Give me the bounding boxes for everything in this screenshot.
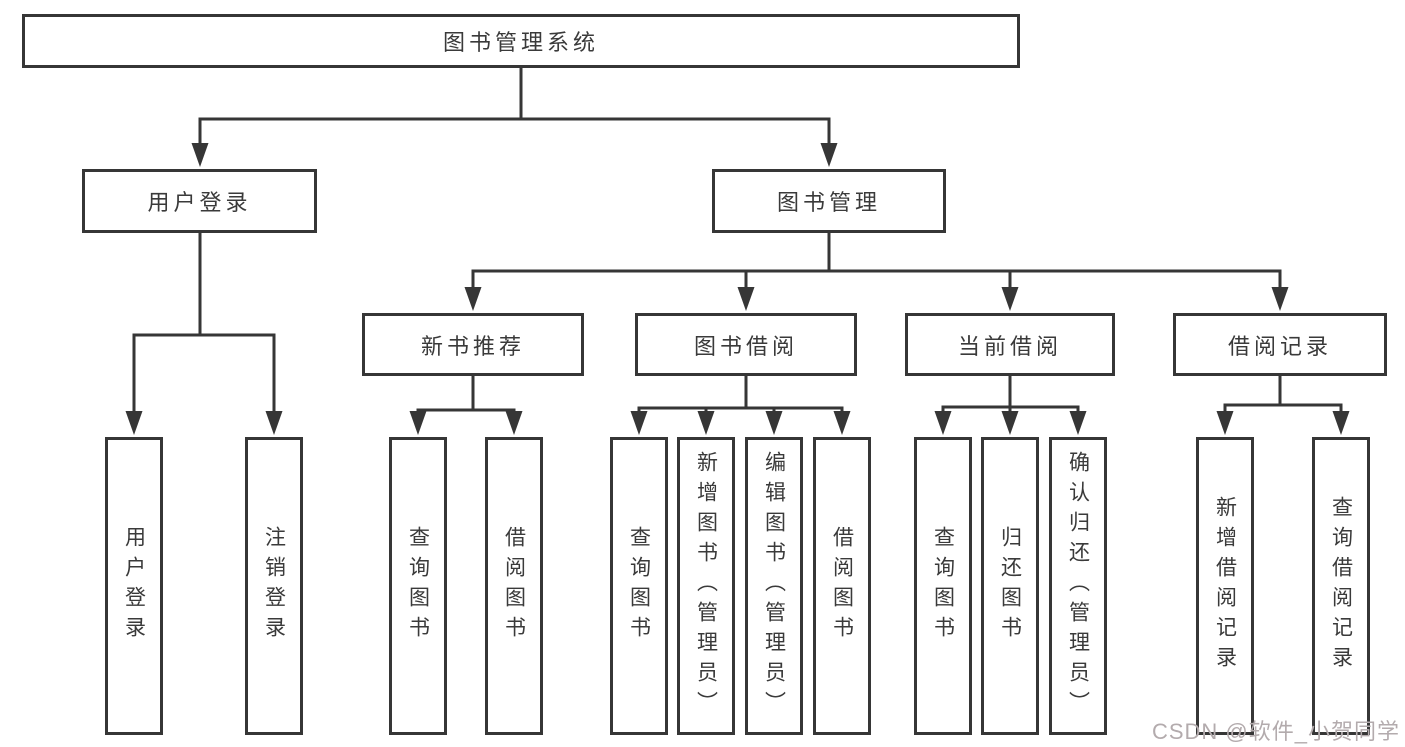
node-borrowing-records-label: 借阅记录 — [1227, 333, 1332, 359]
arrow-down-icon — [125, 411, 143, 435]
leaf-borrow-books-borrowing: 借阅图书 — [813, 437, 871, 735]
connector-book-management-children — [471, 231, 1282, 302]
leaf-borrow-books-recommend: 借阅图书 — [485, 437, 543, 735]
leaf-query-books-recommend-label: 查询图书 — [406, 526, 430, 646]
leaf-user-login-label: 用户登录 — [122, 526, 146, 646]
leaf-query-books-current: 查询图书 — [914, 437, 972, 735]
arrow-down-icon — [833, 411, 851, 435]
connector-new-book-recommend-children — [416, 374, 516, 426]
leaf-confirm-return-admin-label: 确认归还（管理员） — [1066, 451, 1090, 721]
node-book-borrowing: 图书借阅 — [635, 313, 857, 376]
arrow-down-icon — [1216, 411, 1234, 435]
node-current-borrowing: 当前借阅 — [905, 313, 1115, 376]
arrow-down-icon — [820, 143, 838, 167]
leaf-user-login: 用户登录 — [105, 437, 163, 735]
leaf-query-books-recommend: 查询图书 — [389, 437, 447, 735]
arrow-down-icon — [1069, 411, 1087, 435]
leaf-query-borrow-record-label: 查询借阅记录 — [1329, 496, 1353, 676]
leaf-add-books-admin: 新增图书（管理员） — [677, 437, 735, 735]
arrow-down-icon — [1271, 287, 1289, 311]
leaf-query-books-borrowing: 查询图书 — [610, 437, 668, 735]
connector-root-to-level2 — [198, 66, 831, 156]
node-book-borrowing-label: 图书借阅 — [693, 333, 798, 359]
leaf-borrow-books-borrowing-label: 借阅图书 — [830, 526, 854, 646]
arrow-down-icon — [1001, 287, 1019, 311]
leaf-return-books: 归还图书 — [981, 437, 1039, 735]
node-root-label: 图书管理系统 — [442, 30, 599, 55]
node-user-login-label: 用户登录 — [147, 190, 252, 215]
csdn-watermark: CSDN @软件_小贺同学 — [1151, 719, 1400, 744]
node-root-system: 图书管理系统 — [22, 14, 1020, 68]
arrow-down-icon — [505, 411, 523, 435]
node-borrowing-records: 借阅记录 — [1173, 313, 1387, 376]
arrow-down-icon — [697, 411, 715, 435]
leaf-return-books-label: 归还图书 — [998, 526, 1022, 646]
arrow-down-icon — [934, 411, 952, 435]
leaf-query-books-borrowing-label: 查询图书 — [627, 526, 651, 646]
connector-book-borrowing-children — [637, 374, 844, 426]
node-new-book-recommend-label: 新书推荐 — [420, 333, 525, 359]
leaf-borrow-books-recommend-label: 借阅图书 — [502, 526, 526, 646]
arrow-down-icon — [191, 143, 209, 167]
arrow-down-icon — [737, 287, 755, 311]
leaf-edit-books-admin: 编辑图书（管理员） — [745, 437, 803, 735]
arrow-down-icon — [1332, 411, 1350, 435]
node-book-management-label: 图书管理 — [776, 190, 881, 215]
leaf-logout: 注销登录 — [245, 437, 303, 735]
leaf-logout-label: 注销登录 — [262, 526, 286, 646]
connector-borrowing-records-children — [1223, 374, 1343, 426]
leaf-add-books-admin-label: 新增图书（管理员） — [694, 451, 718, 721]
arrow-down-icon — [630, 411, 648, 435]
leaf-add-borrow-record-label: 新增借阅记录 — [1213, 496, 1237, 676]
connector-user-login-children — [132, 231, 276, 426]
arrow-down-icon — [1001, 411, 1019, 435]
leaf-query-borrow-record: 查询借阅记录 — [1312, 437, 1370, 735]
leaf-confirm-return-admin: 确认归还（管理员） — [1049, 437, 1107, 735]
arrow-down-icon — [409, 411, 427, 435]
node-current-borrowing-label: 当前借阅 — [957, 333, 1062, 359]
arrow-down-icon — [765, 411, 783, 435]
arrow-down-icon — [464, 287, 482, 311]
node-user-login: 用户登录 — [82, 169, 317, 233]
leaf-edit-books-admin-label: 编辑图书（管理员） — [762, 451, 786, 721]
node-new-book-recommend: 新书推荐 — [362, 313, 584, 376]
node-book-management: 图书管理 — [712, 169, 946, 233]
leaf-add-borrow-record: 新增借阅记录 — [1196, 437, 1254, 735]
leaf-query-books-current-label: 查询图书 — [931, 526, 955, 646]
arrow-down-icon — [265, 411, 283, 435]
arrowheads — [125, 143, 1350, 435]
